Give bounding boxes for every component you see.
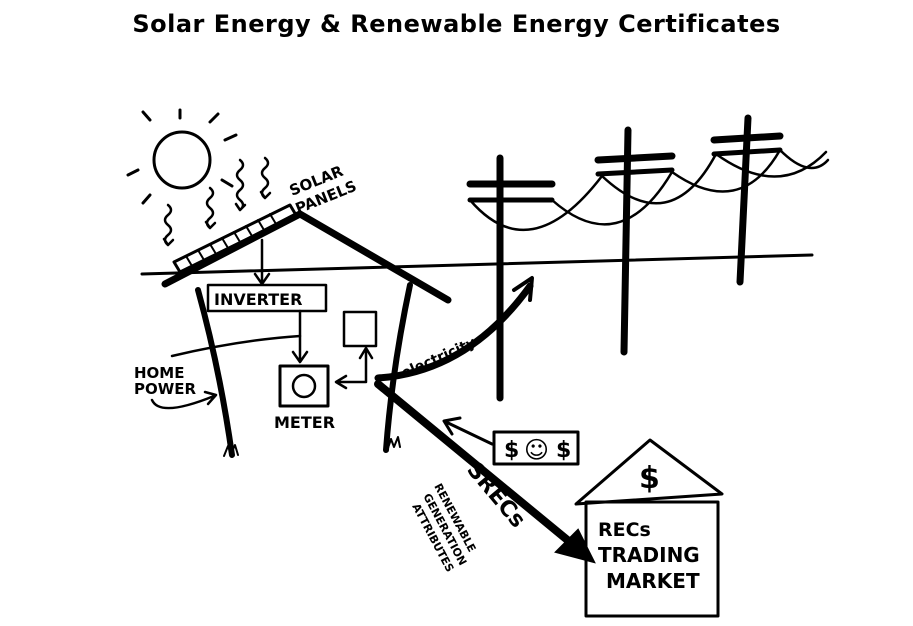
home-power-label-line1: HOME	[134, 364, 184, 382]
srecs-arrow	[374, 380, 586, 556]
home-power-label-line2: POWER	[134, 380, 197, 398]
payment-arrow	[442, 416, 494, 446]
bill-face: ☺	[524, 436, 549, 464]
utility-meter-box	[342, 310, 378, 348]
electricity-arrowhead	[512, 276, 534, 302]
ground-line	[140, 253, 814, 276]
market-label-line1: RECs	[598, 519, 651, 541]
srecs-label: SRECs	[461, 458, 530, 533]
market-building-icon	[574, 438, 724, 618]
page-title: Solar Energy & Renewable Energy Certific…	[132, 10, 781, 38]
electricity-label: electricity	[399, 335, 478, 382]
home-power-arrow	[150, 390, 218, 410]
sunlight-rays	[162, 156, 272, 247]
inverter-box	[206, 283, 328, 313]
meter-icon	[278, 364, 330, 408]
meter-label: METER	[274, 413, 335, 432]
market-roof-dollar: $	[639, 461, 660, 496]
market-label-line2: TRADING	[598, 543, 700, 567]
market-label-line3: MARKET	[606, 569, 700, 593]
home-power-line	[170, 334, 302, 358]
inverter-label: INVERTER	[214, 290, 302, 309]
solar-panel-icon	[172, 203, 298, 274]
dollar-bill-icon	[492, 430, 580, 466]
sun-icon	[126, 108, 238, 205]
power-lines	[468, 148, 830, 232]
panel-to-inverter-arrow	[253, 238, 271, 286]
house-icon	[161, 210, 452, 458]
meter-link-arrow	[334, 346, 374, 390]
power-pole-icon	[466, 114, 784, 402]
bill-dollar-left: $	[504, 438, 519, 463]
electricity-line	[374, 282, 534, 382]
bill-dollar-right: $	[556, 438, 571, 463]
